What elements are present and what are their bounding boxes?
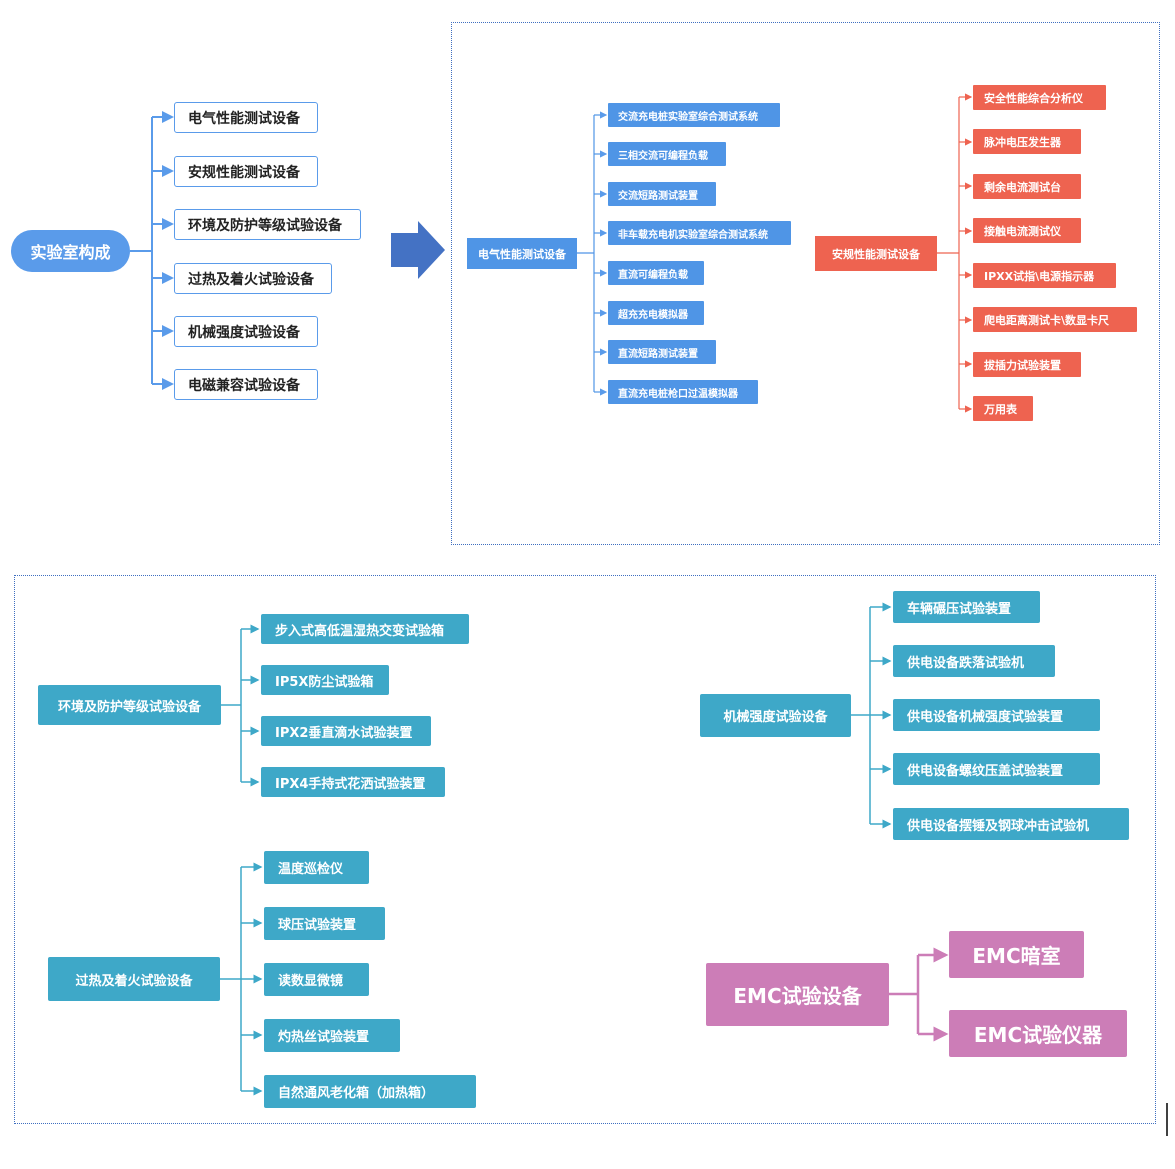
safety-item: 拔插力试验装置 xyxy=(973,352,1081,377)
environment-item: IPX4手持式花洒试验装置 xyxy=(261,767,445,797)
safety-header: 安规性能测试设备 xyxy=(815,236,937,271)
detail-frame-top xyxy=(451,22,1160,545)
overheat-item: 球压试验装置 xyxy=(264,907,385,940)
electrical-item: 非车载充电机实验室综合测试系统 xyxy=(608,221,791,245)
electrical-item: 交流充电桩实验室综合测试系统 xyxy=(608,103,780,127)
environment-item: IPX2垂直滴水试验装置 xyxy=(261,716,431,746)
flow-arrow-icon xyxy=(391,221,445,279)
environment-item: IP5X防尘试验箱 xyxy=(261,665,389,695)
mechanical-item: 供电设备机械强度试验装置 xyxy=(893,699,1100,731)
category-safety: 安规性能测试设备 xyxy=(174,156,318,187)
category-mechanical: 机械强度试验设备 xyxy=(174,316,318,347)
electrical-header: 电气性能测试设备 xyxy=(467,238,577,269)
emc-item: EMC试验仪器 xyxy=(949,1010,1127,1057)
category-overheat: 过热及着火试验设备 xyxy=(174,263,332,294)
overheat-item: 灼热丝试验装置 xyxy=(264,1019,400,1052)
safety-item: IPXX试指\电源指示器 xyxy=(973,263,1116,288)
environment-item: 步入式高低温湿热交变试验箱 xyxy=(261,614,469,644)
root-node: 实验室构成 xyxy=(11,230,130,272)
electrical-item: 直流充电桩枪口过温模拟器 xyxy=(608,380,758,404)
overheat-item: 自然通风老化箱（加热箱） xyxy=(264,1075,476,1108)
safety-item: 脉冲电压发生器 xyxy=(973,129,1081,154)
overheat-header: 过热及着火试验设备 xyxy=(48,957,220,1001)
mechanical-item: 车辆碾压试验装置 xyxy=(893,591,1040,623)
detail-frame-bottom xyxy=(14,575,1156,1124)
mechanical-item: 供电设备摆锤及钢球冲击试验机 xyxy=(893,808,1129,840)
electrical-item: 三相交流可编程负载 xyxy=(608,142,726,166)
emc-item: EMC暗室 xyxy=(949,931,1084,978)
mechanical-header: 机械强度试验设备 xyxy=(700,694,851,737)
electrical-item: 超充充电模拟器 xyxy=(608,301,704,325)
electrical-item: 交流短路测试装置 xyxy=(608,182,716,206)
safety-item: 万用表 xyxy=(973,396,1033,421)
category-emc: 电磁兼容试验设备 xyxy=(174,369,318,400)
safety-item: 安全性能综合分析仪 xyxy=(973,85,1106,110)
mechanical-item: 供电设备跌落试验机 xyxy=(893,645,1055,677)
environment-header: 环境及防护等级试验设备 xyxy=(38,685,221,725)
electrical-item: 直流短路测试装置 xyxy=(608,340,716,364)
overheat-item: 读数显微镜 xyxy=(264,963,369,996)
electrical-item: 直流可编程负载 xyxy=(608,261,704,285)
category-environment: 环境及防护等级试验设备 xyxy=(174,209,361,240)
mechanical-item: 供电设备螺纹压盖试验装置 xyxy=(893,753,1100,785)
safety-item: 剩余电流测试台 xyxy=(973,174,1081,199)
safety-item: 接触电流测试仪 xyxy=(973,218,1081,243)
emc-header: EMC试验设备 xyxy=(706,963,889,1026)
category-electrical: 电气性能测试设备 xyxy=(174,102,318,133)
safety-item: 爬电距离测试卡\数显卡尺 xyxy=(973,307,1137,332)
overheat-item: 温度巡检仪 xyxy=(264,851,369,884)
